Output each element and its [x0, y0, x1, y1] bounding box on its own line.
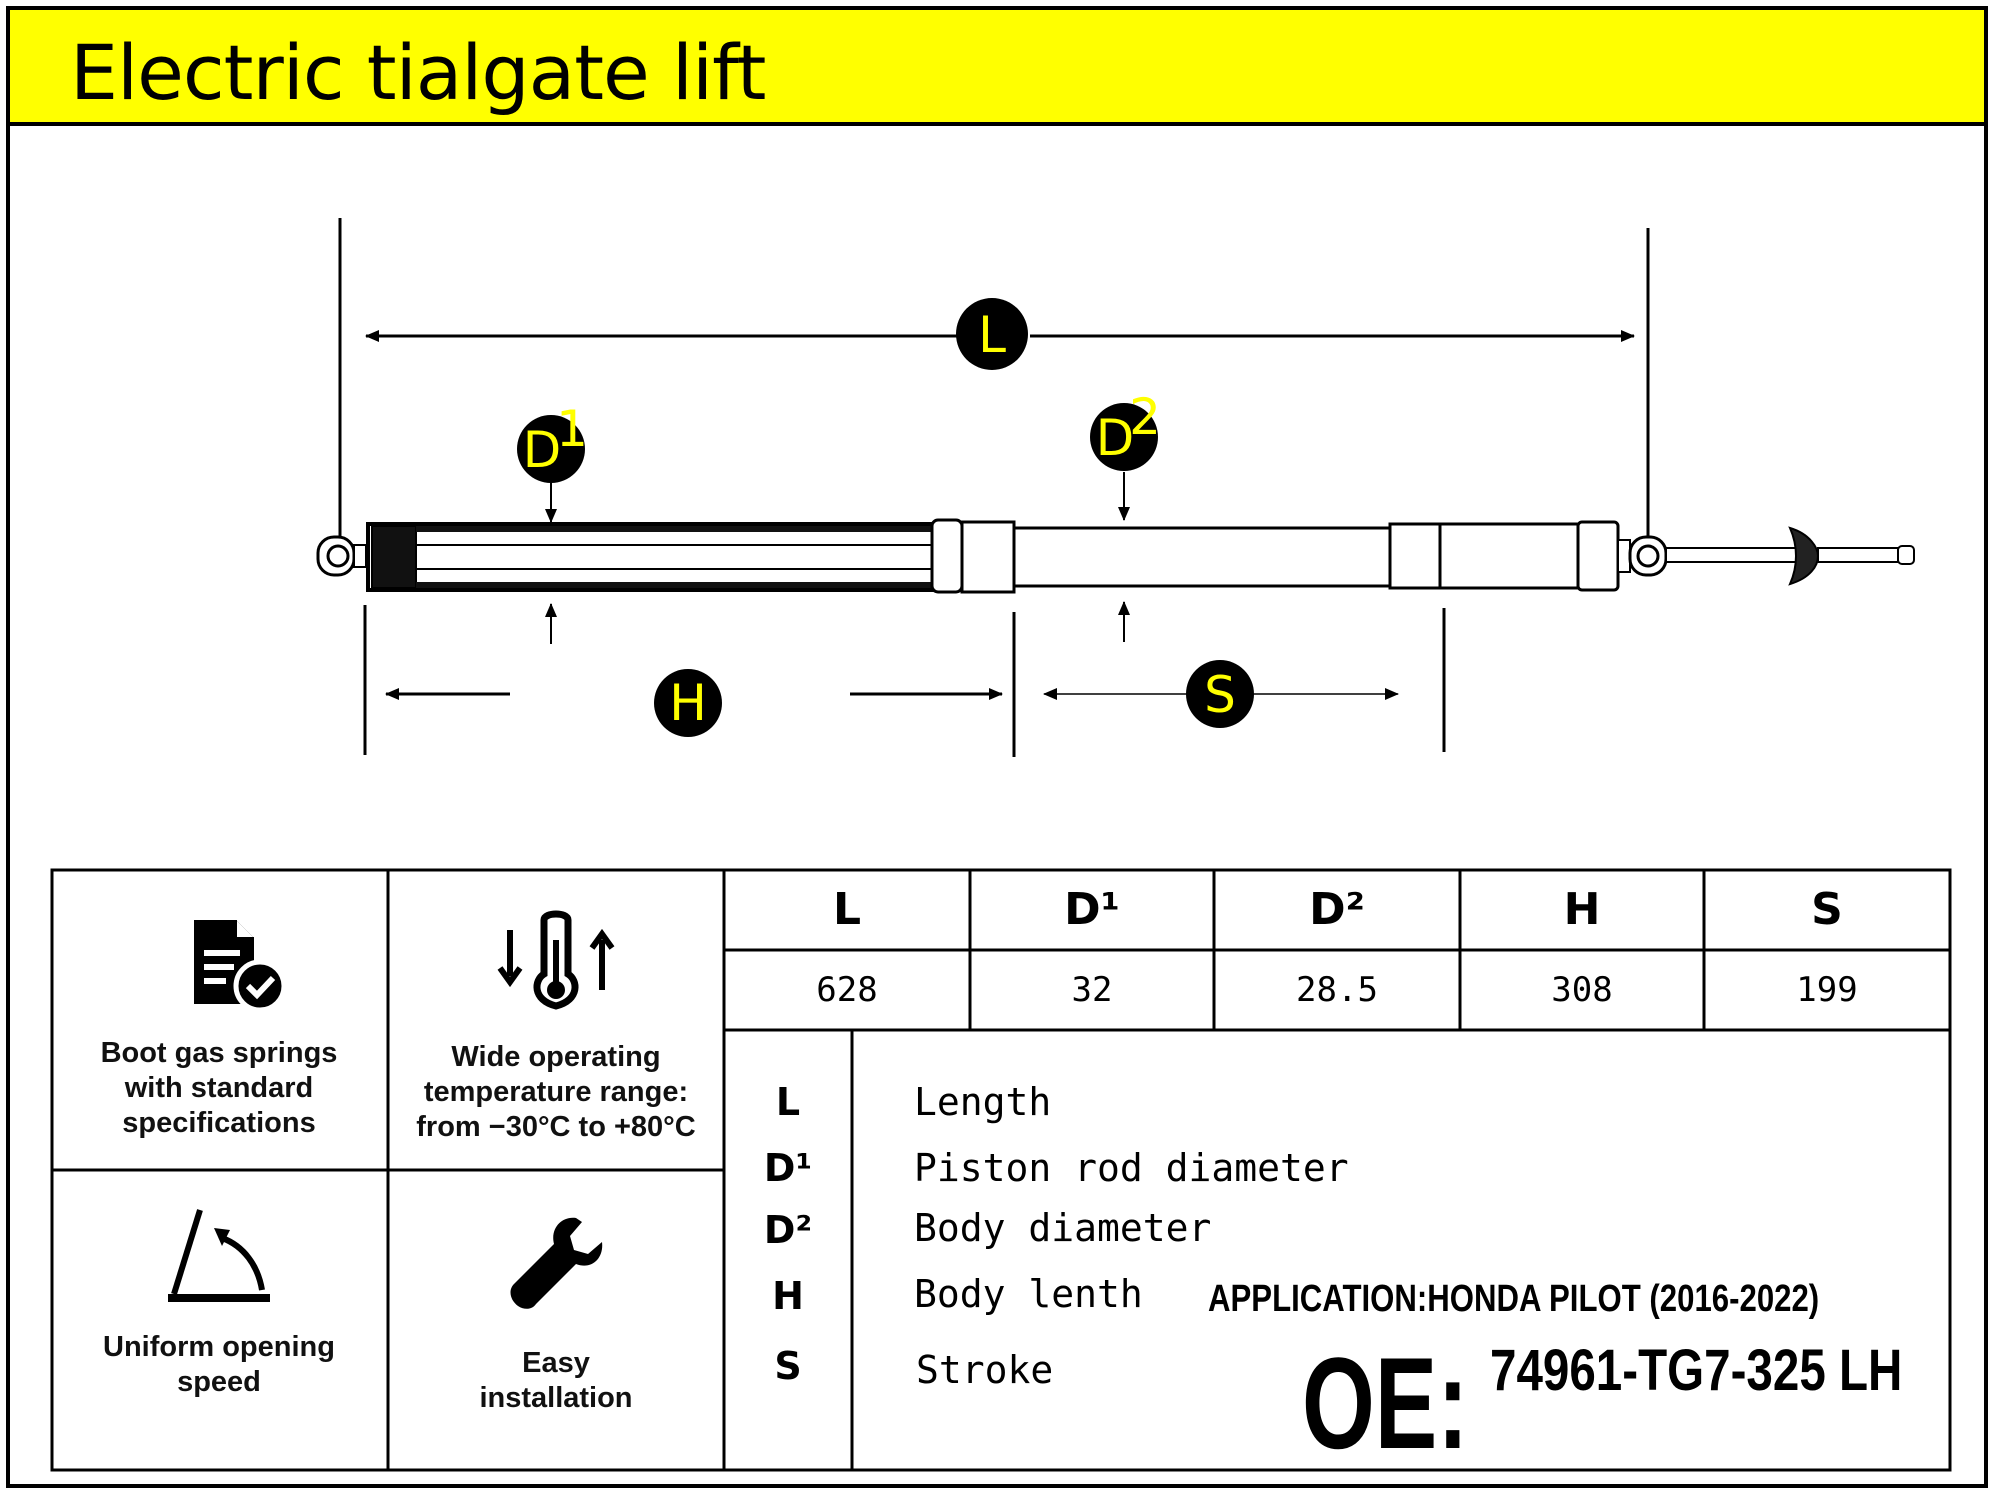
- thermometer-icon: [497, 910, 615, 1010]
- spec-table: Boot gas springs with standard specifica…: [50, 868, 1952, 1472]
- legend-text: Body diameter: [914, 1206, 1212, 1250]
- rod-diameter-badge: D 1: [517, 400, 588, 483]
- spec-header-d2: D²: [1309, 884, 1365, 935]
- document-check-icon: [194, 920, 287, 1013]
- page-title: Electric tialgate lift: [70, 28, 766, 117]
- body-length-badge: H: [654, 669, 722, 737]
- svg-text:D: D: [523, 421, 562, 479]
- legend-symbol: D¹: [763, 1146, 813, 1190]
- legend-text: Stroke: [916, 1348, 1054, 1392]
- svg-text:1: 1: [556, 400, 588, 458]
- spec-header-d1: D¹: [1064, 884, 1120, 935]
- svg-text:H: H: [669, 674, 707, 732]
- feature-temperature-range: Wide operating temperature range: from −…: [388, 868, 724, 1170]
- legend-symbol: H: [772, 1274, 804, 1318]
- oe-label: OE:: [1302, 1330, 1469, 1476]
- spec-value-l: 628: [816, 970, 878, 1010]
- spec-value-d2: 28.5: [1296, 970, 1378, 1010]
- application-text: APPLICATION:HONDA PILOT (2016-2022): [1208, 1278, 1820, 1320]
- legend-text: Length: [914, 1080, 1052, 1124]
- feature-uniform-opening: Uniform opening speed: [50, 1170, 388, 1470]
- svg-text:D: D: [1096, 409, 1135, 467]
- spec-value-s: 199: [1796, 970, 1858, 1010]
- legend-text: Piston rod diameter: [914, 1146, 1349, 1190]
- title-banner: Electric tialgate lift: [6, 6, 1988, 126]
- gas-spring-diagram: L D 1 D 2 H S: [316, 218, 1915, 757]
- spec-header-h: H: [1563, 884, 1601, 935]
- feature-label: Easy installation: [479, 1347, 633, 1414]
- feature-label: Wide operating temperature range: from −…: [416, 1041, 696, 1143]
- spec-header-s: S: [1811, 884, 1843, 935]
- opening-angle-icon: [168, 1209, 270, 1302]
- spec-value-h: 308: [1551, 970, 1613, 1010]
- svg-text:2: 2: [1129, 388, 1161, 446]
- legend-symbol: L: [775, 1080, 801, 1124]
- legend-text: Body lenth: [914, 1272, 1143, 1316]
- feature-label: Boot gas springs with standard specifica…: [100, 1037, 338, 1139]
- feature-label: Uniform opening speed: [103, 1331, 335, 1398]
- length-badge: L: [956, 298, 1028, 370]
- svg-text:S: S: [1204, 666, 1236, 724]
- stroke-badge: S: [1186, 660, 1254, 728]
- gas-spring-drawing: [316, 518, 1915, 594]
- wrench-icon: [510, 1217, 603, 1309]
- body-diameter-badge: D 2: [1090, 388, 1161, 471]
- svg-text:L: L: [978, 306, 1006, 364]
- legend: L Length D¹ Piston rod diameter D² Body …: [724, 1030, 1950, 1470]
- spec-value-d1: 32: [1071, 970, 1113, 1010]
- spec-header-l: L: [832, 884, 862, 935]
- legend-symbol: D²: [763, 1208, 813, 1252]
- table-grid: [50, 868, 1952, 1472]
- legend-symbol: S: [774, 1344, 802, 1388]
- oe-part-number: 74961-TG7-325 LH: [1490, 1338, 1903, 1403]
- feature-standard-specs: Boot gas springs with standard specifica…: [50, 868, 388, 1170]
- feature-easy-installation: Easy installation: [388, 1170, 724, 1470]
